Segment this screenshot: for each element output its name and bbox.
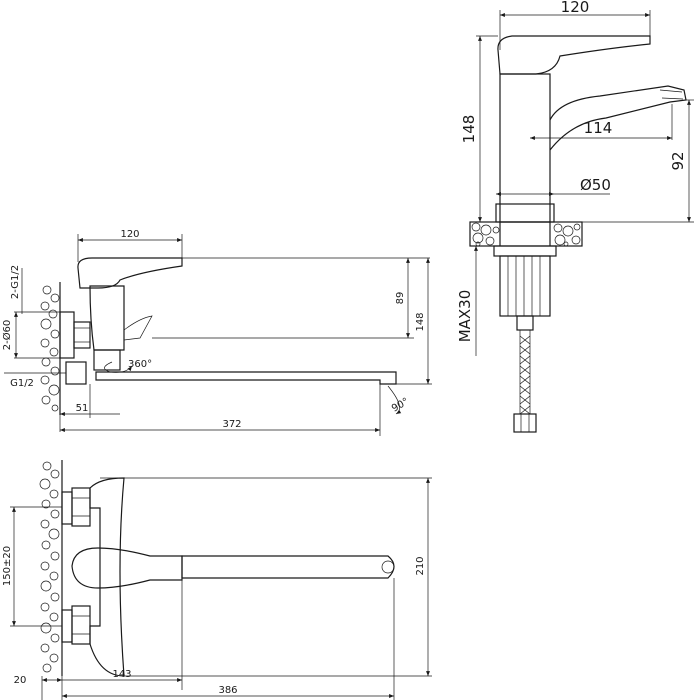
- fixing-nut: [499, 255, 551, 317]
- lower-connector: [65, 361, 87, 385]
- dim-plan-body-offset: 143: [112, 669, 131, 680]
- fixing-plate: [493, 245, 557, 257]
- mixer-lever: [497, 35, 651, 75]
- lever-plan: [71, 547, 183, 589]
- dim-spout-height: 92: [669, 151, 687, 170]
- mixer-spout: [549, 85, 687, 151]
- spout-side: [95, 371, 397, 385]
- hose-connector: [516, 315, 534, 331]
- dim-side-length: 372: [222, 419, 241, 430]
- mixer-body-plan: [89, 477, 125, 677]
- countertop-stones: [471, 222, 581, 247]
- wall-stones-side: [40, 285, 60, 412]
- mixer-lever-side: [77, 257, 183, 289]
- dim-mixer-width: 120: [561, 0, 590, 16]
- flexible-hose: [519, 330, 531, 415]
- dim-mixer-height: 148: [460, 115, 478, 144]
- upper-connector-plan: [71, 487, 91, 527]
- spout-angle-arc: [387, 385, 402, 415]
- lower-escutcheon-plan: [61, 609, 73, 643]
- mixer-body: [499, 73, 551, 223]
- dim-thread-bottom: G1/2: [10, 378, 34, 389]
- lever-curve: [123, 315, 153, 341]
- dim-wall-offset: 51: [76, 403, 89, 414]
- dim-plan-length: 386: [218, 685, 237, 696]
- dim-thread-top: 2-G1/2: [10, 265, 21, 299]
- dim-plan-depth: 210: [415, 556, 426, 575]
- mixer-base: [495, 203, 555, 223]
- dim-deck-thickness: MAX30: [456, 290, 474, 343]
- lower-connector-plan: [71, 605, 91, 645]
- basin-mixer-elevation: 120 148 114 92 Ø50 MAX30: [456, 0, 694, 433]
- spout-aerator: [659, 89, 684, 100]
- dim-side-width: 120: [120, 229, 139, 240]
- dim-side-height: 148: [415, 312, 426, 331]
- dim-rotation: 360°: [128, 359, 152, 370]
- eccentric-fitting: [73, 321, 91, 349]
- upper-escutcheon-plan: [61, 491, 73, 525]
- wall-mixer-plan-view: 210 150±20 20 143 386: [2, 460, 432, 700]
- dim-spout-reach: 114: [584, 119, 613, 137]
- dim-plan-wall-gap: 20: [14, 675, 27, 686]
- spout-swivel: [93, 349, 121, 371]
- mixer-body-side: [89, 285, 125, 351]
- dim-handle-height: 89: [395, 292, 406, 305]
- dim-escutcheon: 2-Ø60: [1, 320, 13, 351]
- dim-plan-centers: 150±20: [2, 546, 13, 586]
- wall-mixer-side-view: 360° 90° 120 89 148 2-G1/2 2-Ø60 G1/2: [1, 229, 432, 436]
- spout-outlet-plan: [381, 560, 395, 574]
- escutcheon-side: [59, 311, 75, 359]
- spout-plan: [181, 555, 395, 579]
- wall-stones-plan: [39, 461, 60, 673]
- dim-spout-angle: 90°: [390, 396, 411, 414]
- dim-base-diameter: Ø50: [580, 176, 611, 194]
- hose-nut: [513, 413, 537, 433]
